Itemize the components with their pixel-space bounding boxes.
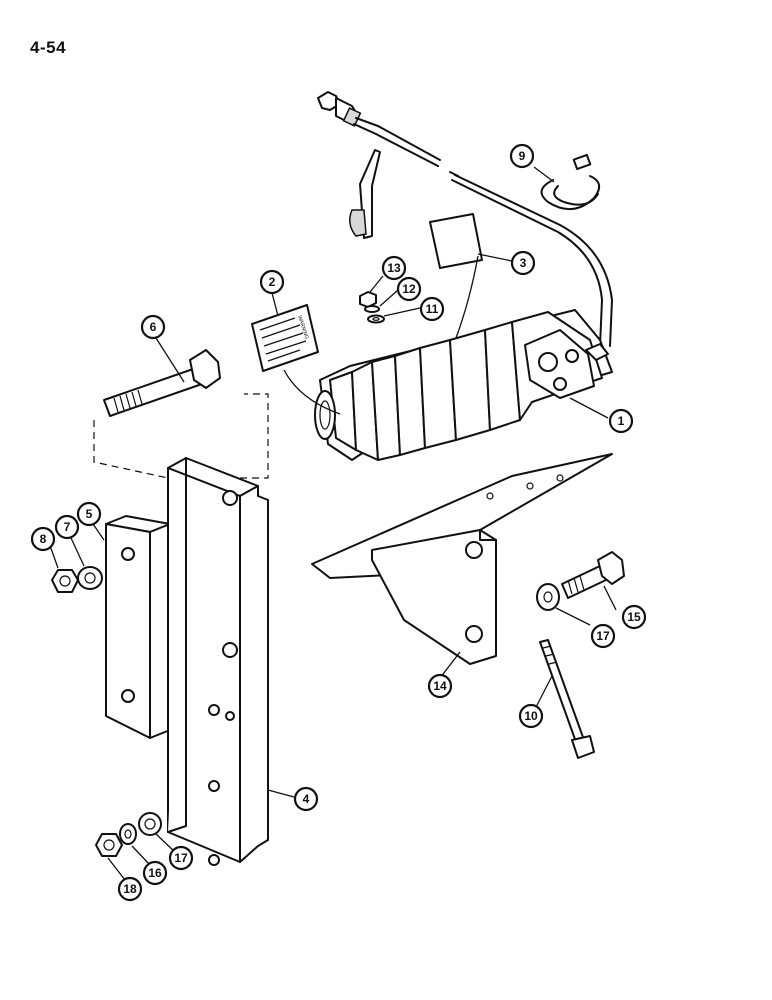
svg-text:8: 8 [40, 532, 47, 546]
blank-decal [429, 213, 483, 269]
callout-18: 18 [117, 876, 143, 902]
callout-15: 15 [621, 604, 647, 630]
svg-text:2: 2 [269, 275, 276, 289]
callout-17-lower: 17 [168, 845, 194, 871]
svg-text:17: 17 [596, 629, 610, 643]
svg-text:6: 6 [150, 320, 157, 334]
washer-and-nut [51, 566, 103, 593]
svg-text:1: 1 [618, 414, 625, 428]
svg-text:12: 12 [402, 282, 416, 296]
callout-3: 3 [510, 250, 536, 276]
leader-lines [47, 166, 617, 881]
channel-bracket [167, 457, 269, 866]
callout-11: 11 [419, 296, 445, 322]
callout-6: 6 [140, 314, 166, 340]
cable-assembly [317, 91, 613, 347]
hose-clamp [540, 153, 601, 210]
svg-text:5: 5 [86, 507, 93, 521]
warning-decal: WARNING [251, 304, 319, 372]
callout-9: 9 [509, 143, 535, 169]
svg-text:11: 11 [426, 302, 439, 316]
callout-10: 10 [518, 703, 544, 729]
mounting-plate [311, 453, 613, 665]
vertical-bolt [539, 639, 595, 759]
small-hardware [359, 291, 385, 324]
callout-2: 2 [259, 269, 285, 295]
control-unit [314, 309, 613, 461]
svg-text:13: 13 [387, 261, 401, 275]
svg-text:18: 18 [123, 882, 137, 896]
callout-13: 13 [381, 255, 407, 281]
callout-14: 14 [427, 673, 453, 699]
callout-17-right: 17 [590, 623, 616, 649]
svg-text:10: 10 [524, 709, 538, 723]
long-bolt [103, 349, 221, 417]
svg-text:4: 4 [303, 792, 310, 806]
page-number: 4-54 [30, 38, 67, 57]
short-bolt [536, 551, 625, 611]
callout-12: 12 [396, 276, 422, 302]
svg-text:17: 17 [174, 851, 188, 865]
lower-hardware [95, 812, 162, 857]
callout-4: 4 [293, 786, 319, 812]
svg-text:15: 15 [627, 610, 641, 624]
svg-text:7: 7 [64, 520, 71, 534]
svg-text:16: 16 [148, 866, 162, 880]
svg-text:9: 9 [519, 149, 526, 163]
callout-7: 7 [54, 514, 80, 540]
callout-8: 8 [30, 526, 56, 552]
svg-text:14: 14 [433, 679, 447, 693]
callout-1: 1 [608, 408, 634, 434]
callout-16: 16 [142, 860, 168, 886]
svg-text:3: 3 [520, 256, 527, 270]
callout-5: 5 [76, 501, 102, 527]
spacer-block [105, 515, 171, 739]
